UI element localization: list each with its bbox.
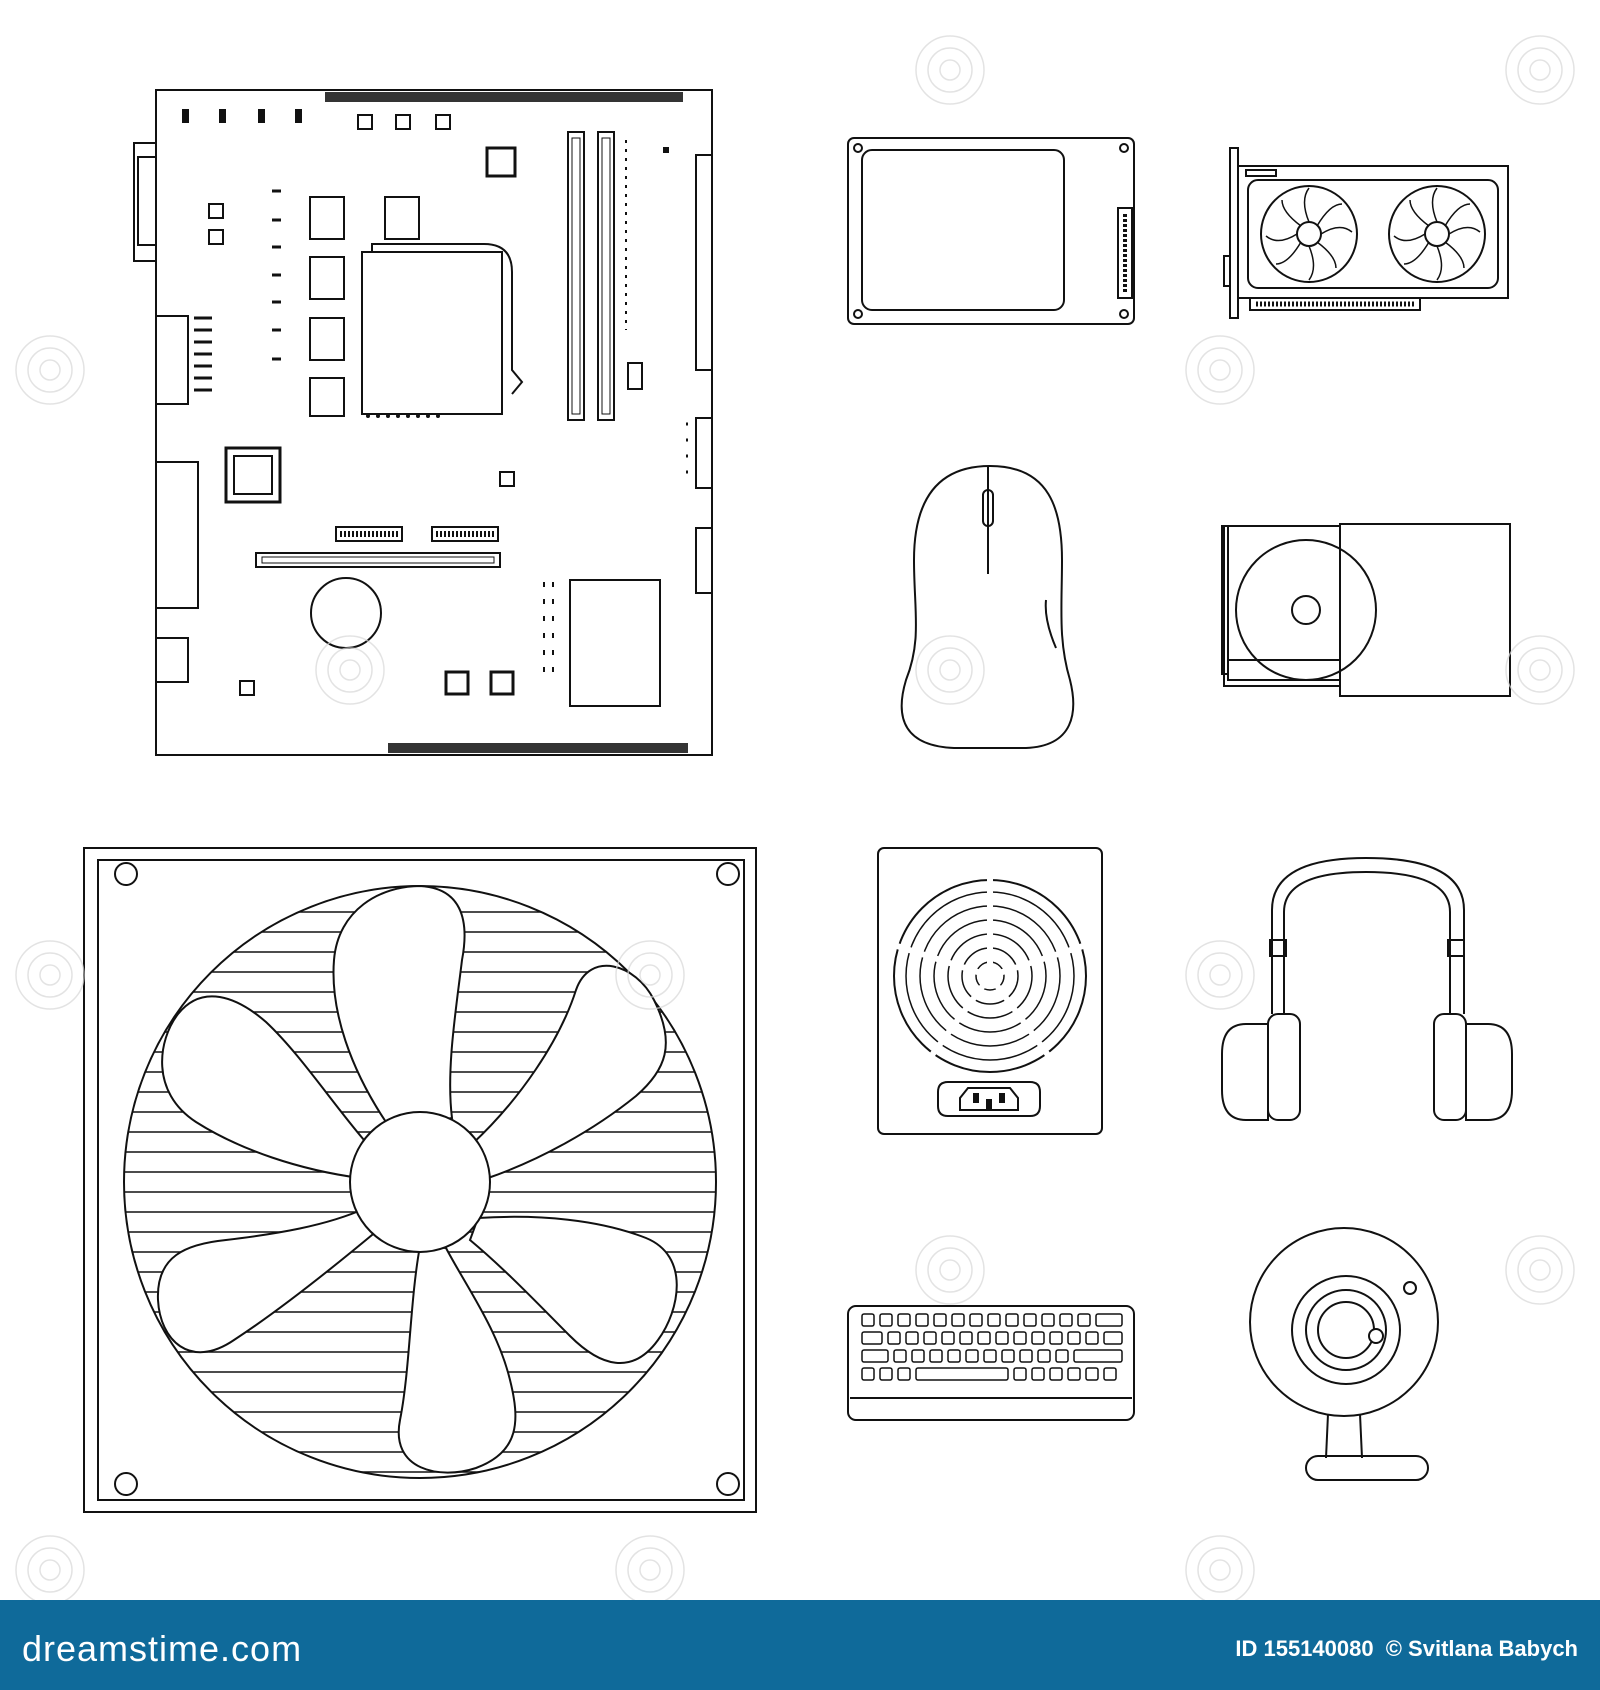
mouse-icon bbox=[900, 464, 1075, 749]
power-supply-icon bbox=[877, 847, 1103, 1135]
image-id: ID 155140080 bbox=[1235, 1636, 1374, 1661]
optical-drive-icon bbox=[1221, 523, 1511, 697]
watermark-layer bbox=[15, 35, 1575, 1600]
illustration-canvas bbox=[15, 35, 1575, 1600]
keyboard-icon bbox=[847, 1305, 1135, 1421]
footer-logo[interactable]: dreamstime.com bbox=[22, 1628, 303, 1669]
case-fan-icon bbox=[83, 847, 757, 1513]
footer-bar: dreamstime.com ID 155140080 © Svitlana B… bbox=[0, 1600, 1600, 1690]
webcam-icon bbox=[1249, 1227, 1439, 1481]
footer-credit: ID 155140080 © Svitlana Babych bbox=[1229, 1636, 1578, 1662]
copyright: © Svitlana Babych bbox=[1385, 1636, 1578, 1661]
ssd-icon bbox=[847, 137, 1135, 325]
headphones-icon bbox=[1221, 856, 1513, 1121]
motherboard-icon bbox=[133, 89, 713, 756]
graphics-card-icon bbox=[1223, 147, 1509, 319]
